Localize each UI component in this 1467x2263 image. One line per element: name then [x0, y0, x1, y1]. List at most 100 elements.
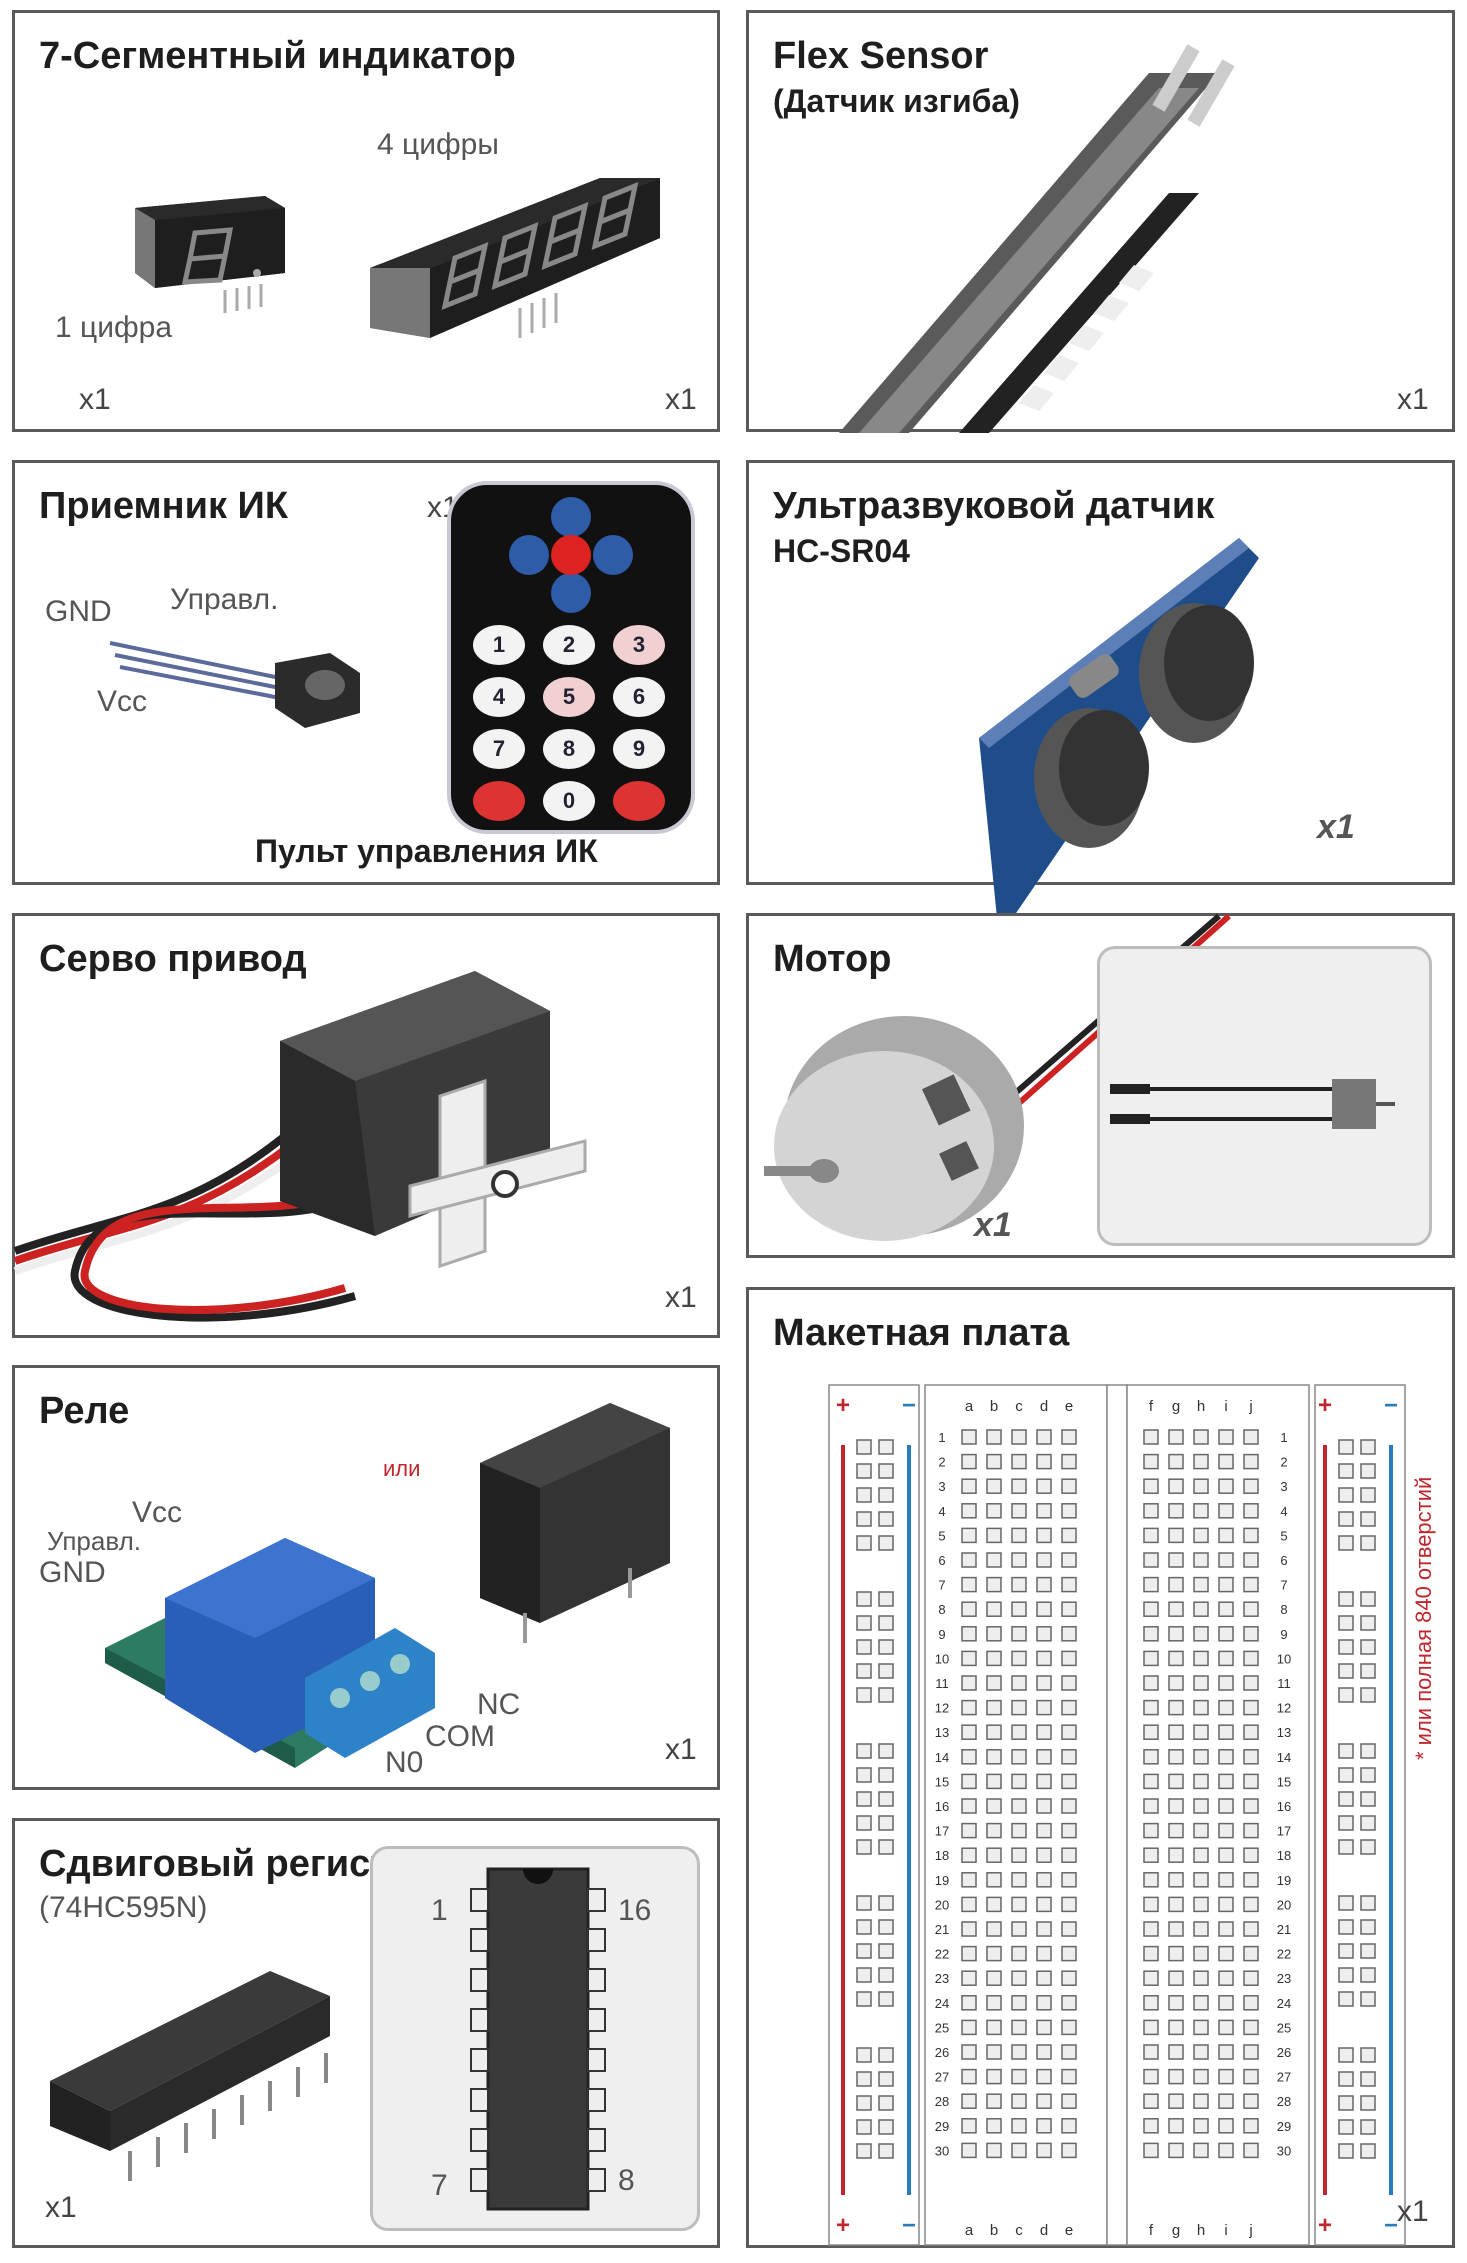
remote-key[interactable]: 0 — [543, 781, 595, 821]
rail-hole — [878, 2071, 894, 2087]
rail-hole — [856, 1743, 872, 1759]
rail-hole — [878, 1687, 894, 1703]
breadboard-hole — [1218, 2093, 1234, 2109]
rail-hole — [1360, 1463, 1376, 1479]
breadboard-hole — [1168, 1945, 1184, 1962]
rail-hole — [856, 1943, 872, 1959]
rail-hole — [1338, 1615, 1354, 1631]
breadboard-hole — [961, 2068, 977, 2085]
breadboard-hole — [961, 1699, 977, 1716]
breadboard-hole — [961, 1650, 977, 1667]
breadboard-hole — [1036, 1896, 1052, 1913]
breadboard-hole — [1143, 1798, 1159, 1814]
breadboard-hole — [1036, 1970, 1052, 1986]
breadboard-hole — [986, 1872, 1002, 1888]
remote-key[interactable]: 5 — [543, 677, 595, 717]
row-number: 20 — [1277, 1897, 1291, 1912]
remote-key[interactable]: 9 — [613, 729, 665, 769]
breadboard-hole — [1036, 1945, 1052, 1962]
breadboard-hole — [961, 1798, 977, 1814]
breadboard-hole — [1011, 1921, 1027, 1937]
breadboard-hole — [1036, 2019, 1052, 2036]
row-number: 10 — [935, 1651, 949, 1666]
breadboard-hole — [1061, 1872, 1077, 1888]
breadboard-hole — [1011, 1601, 1027, 1617]
breadboard-hole — [1011, 2118, 1027, 2134]
row-number: 2 — [938, 1455, 945, 1470]
breadboard-hole — [1143, 2118, 1159, 2134]
breadboard-hole — [1011, 1798, 1027, 1814]
breadboard-hole — [986, 1552, 1002, 1568]
rail-hole — [1338, 1919, 1354, 1935]
panel-ultrasonic: Ультразвуковой датчик HC-SR04 x1 — [746, 460, 1455, 938]
remote-key[interactable] — [613, 781, 665, 821]
row-number: 24 — [935, 1996, 949, 2011]
breadboard-hole — [1061, 1429, 1077, 1445]
breadboard-hole — [1243, 1650, 1259, 1667]
remote-key[interactable]: 7 — [473, 729, 525, 769]
breadboard-hole — [986, 1896, 1002, 1913]
breadboard-hole — [1036, 2068, 1052, 2085]
remote-key[interactable]: 8 — [543, 729, 595, 769]
label-vcc: Vcc — [97, 685, 148, 718]
breadboard-hole — [1243, 1453, 1259, 1470]
breadboard-hole — [1061, 1650, 1077, 1667]
breadboard-hole — [1168, 1503, 1184, 1519]
row-number: 30 — [935, 2143, 949, 2158]
row-number: 10 — [1277, 1651, 1291, 1666]
qty: x1 — [1397, 2195, 1429, 2228]
rail-hole — [856, 1511, 872, 1527]
remote-key[interactable]: 4 — [473, 677, 525, 717]
panel-motor: Мотор x1 — [746, 913, 1455, 1258]
breadboard-hole — [1193, 1945, 1209, 1962]
row-number: 9 — [1280, 1627, 1287, 1642]
row-number: 15 — [935, 1774, 949, 1789]
column-label: f — [1149, 2222, 1154, 2239]
remote-key[interactable]: 3 — [613, 625, 665, 665]
breadboard-hole — [1243, 1798, 1259, 1814]
rail-hole — [1338, 1511, 1354, 1527]
breadboard-hole — [1218, 1650, 1234, 1667]
remote-key[interactable]: 1 — [473, 625, 525, 665]
label-or: или — [383, 1456, 421, 1481]
breadboard-hole — [1168, 1527, 1184, 1544]
panel-flex-sensor: Flex Sensor (Датчик изгиба) x1 — [746, 10, 1455, 433]
breadboard-hole — [1011, 1453, 1027, 1470]
breadboard-hole — [1218, 1601, 1234, 1617]
breadboard-hole — [1036, 1552, 1052, 1568]
motor-icon — [764, 1016, 1024, 1241]
breadboard-hole — [1011, 1699, 1027, 1716]
breadboard-hole — [986, 2118, 1002, 2134]
row-number: 25 — [1277, 2020, 1291, 2035]
column-label: c — [1015, 1398, 1023, 1415]
row-number: 30 — [1277, 2143, 1291, 2158]
panel-subtitle: HC-SR04 — [773, 533, 910, 569]
breadboard-hole — [1036, 1478, 1052, 1494]
rail-hole — [1360, 1767, 1376, 1783]
remote-key[interactable] — [473, 781, 525, 821]
remote-key[interactable]: 6 — [613, 677, 665, 717]
breadboard-hole — [986, 1699, 1002, 1716]
rail-hole — [878, 1663, 894, 1679]
rail-hole — [1360, 1967, 1376, 1983]
breadboard-hole — [1218, 1576, 1234, 1593]
breadboard-hole — [1011, 1675, 1027, 1691]
remote-key[interactable]: 2 — [543, 625, 595, 665]
breadboard-hole — [961, 1527, 977, 1544]
qty: x1 — [974, 1206, 1012, 1244]
breadboard-hole — [1036, 1921, 1052, 1937]
breadboard-hole — [986, 1675, 1002, 1691]
breadboard-hole — [1168, 1724, 1184, 1740]
column-label: i — [1224, 1398, 1227, 1415]
breadboard-hole — [986, 2068, 1002, 2085]
breadboard-hole — [1061, 1724, 1077, 1740]
breadboard-hole — [986, 1970, 1002, 1986]
breadboard-hole — [961, 2118, 977, 2134]
breadboard-hole — [1218, 1626, 1234, 1642]
rail-hole — [1338, 2119, 1354, 2135]
breadboard-hole — [1011, 1896, 1027, 1913]
row-number: 16 — [1277, 1799, 1291, 1814]
breadboard-hole — [1011, 1995, 1027, 2011]
breadboard-hole — [1011, 1749, 1027, 1765]
breadboard-hole — [1193, 1576, 1209, 1593]
